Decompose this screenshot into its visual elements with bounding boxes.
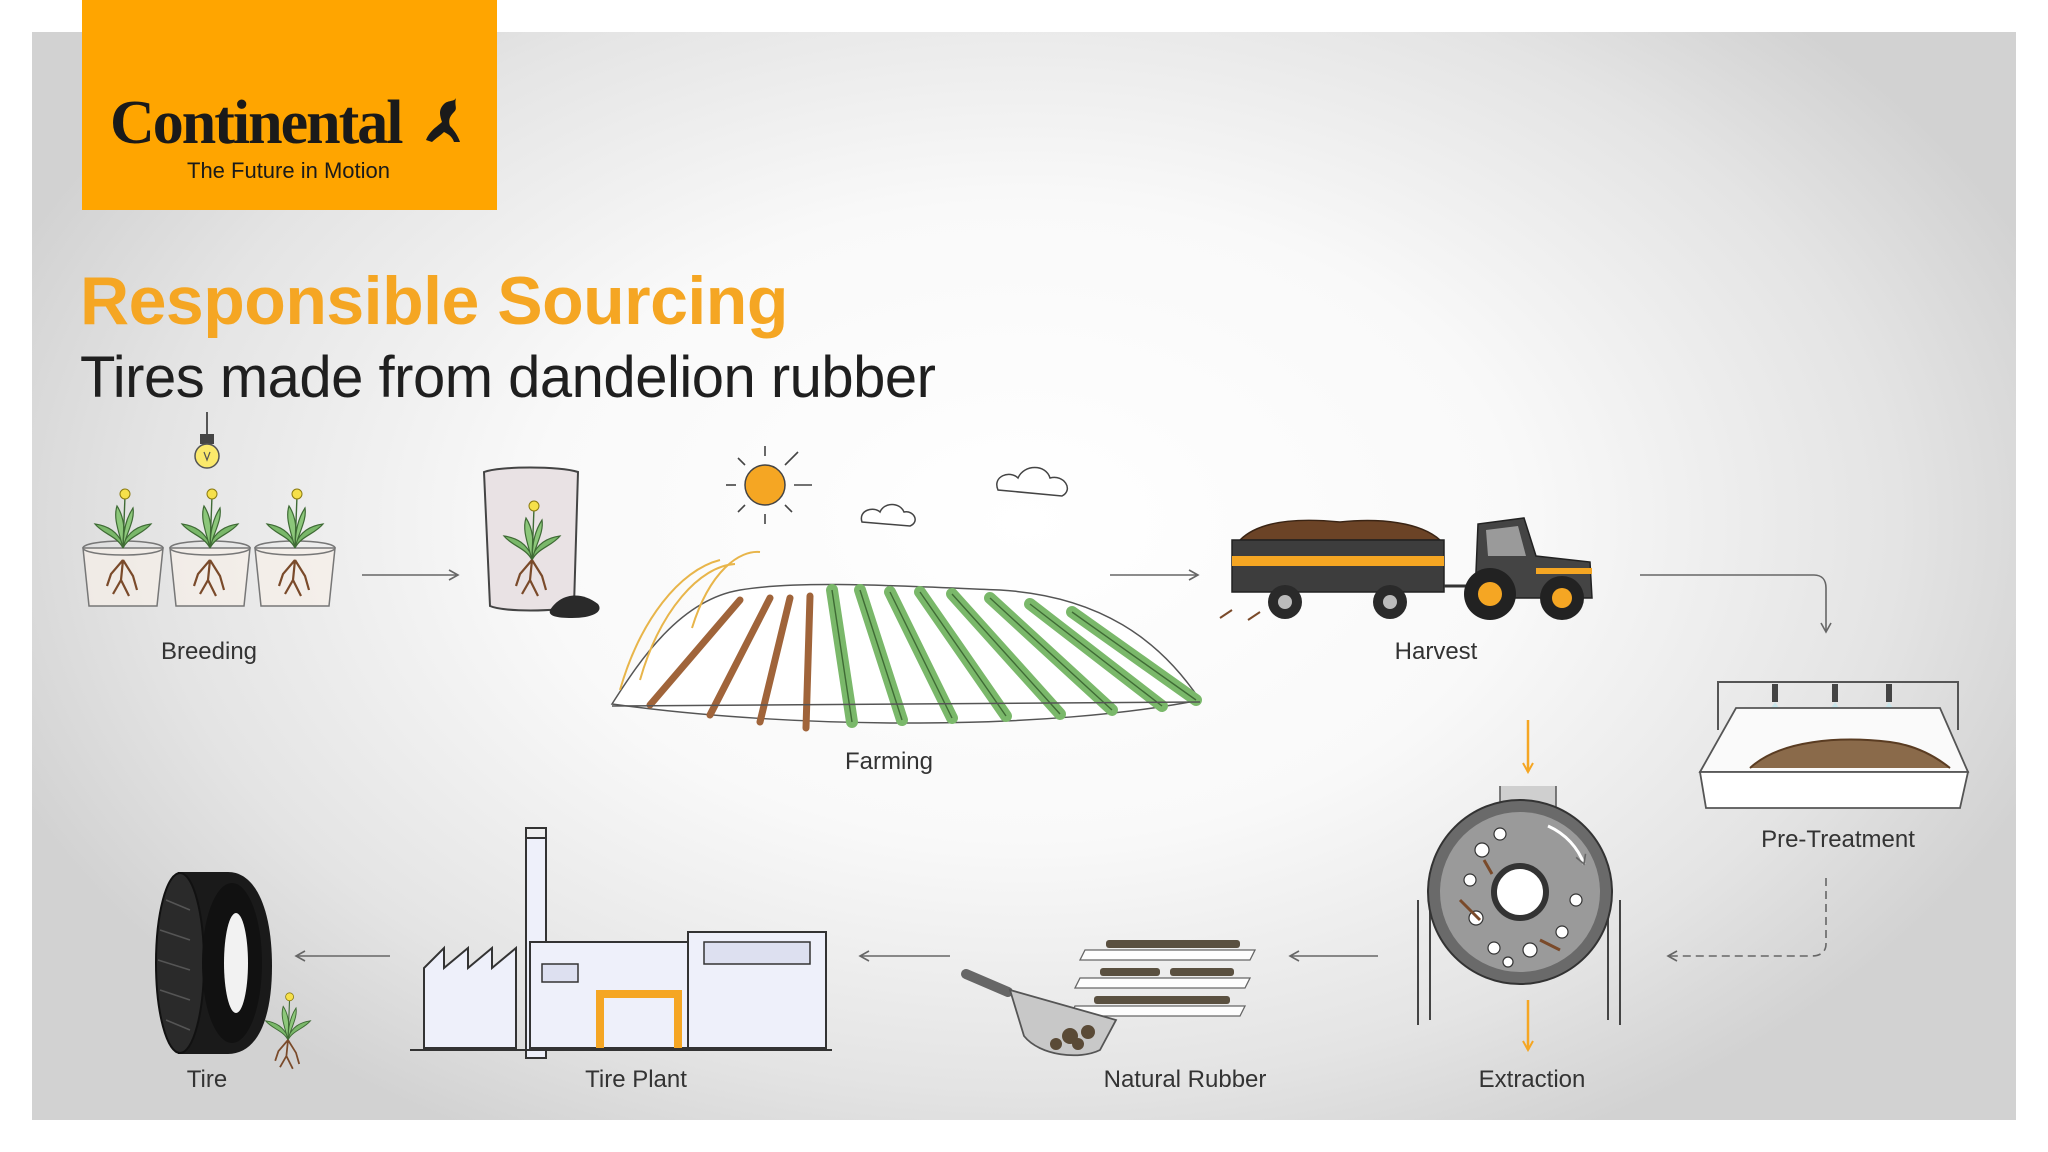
step-label-farming: Farming bbox=[844, 748, 934, 775]
sun-icon bbox=[726, 446, 812, 524]
farming-illustration bbox=[610, 550, 1202, 732]
step-label-harvest: Harvest bbox=[1394, 638, 1478, 665]
step-label-pretreatment: Pre-Treatment bbox=[1761, 826, 1915, 853]
extraction-drum-icon bbox=[1417, 720, 1621, 1050]
logo-box bbox=[82, 0, 497, 210]
tractor-icon bbox=[1219, 517, 1593, 621]
page-title: Responsible Sourcing bbox=[80, 263, 788, 339]
step-label-natural-rubber: Natural Rubber bbox=[1103, 1066, 1267, 1093]
step-label-tire-plant: Tire Plant bbox=[585, 1066, 687, 1093]
page-subtitle: Tires made from dandelion rubber bbox=[80, 345, 936, 410]
factory-icon bbox=[410, 827, 832, 1059]
step-label-tire: Tire bbox=[186, 1066, 228, 1093]
wash-basin-icon bbox=[1698, 681, 1970, 809]
brand-tagline: The Future in Motion bbox=[187, 158, 390, 183]
seed-bag-icon bbox=[482, 466, 600, 618]
brand-name: Continental bbox=[110, 89, 403, 157]
breeding-illustration bbox=[82, 412, 336, 607]
cloud-icon bbox=[860, 503, 916, 527]
background-panel bbox=[32, 32, 2016, 1120]
arrow-harvest-pretreatment bbox=[1640, 574, 1832, 634]
tire-icon bbox=[155, 872, 311, 1070]
horse-logo-icon bbox=[424, 98, 460, 148]
arrow-pretreatment-extraction bbox=[1666, 878, 1827, 962]
step-label-breeding: Breeding bbox=[160, 638, 258, 665]
step-label-extraction: Extraction bbox=[1478, 1066, 1586, 1093]
cloud-icon bbox=[996, 466, 1068, 497]
rubber-trays-icon bbox=[961, 940, 1257, 1057]
lightbulb-icon bbox=[194, 434, 220, 469]
